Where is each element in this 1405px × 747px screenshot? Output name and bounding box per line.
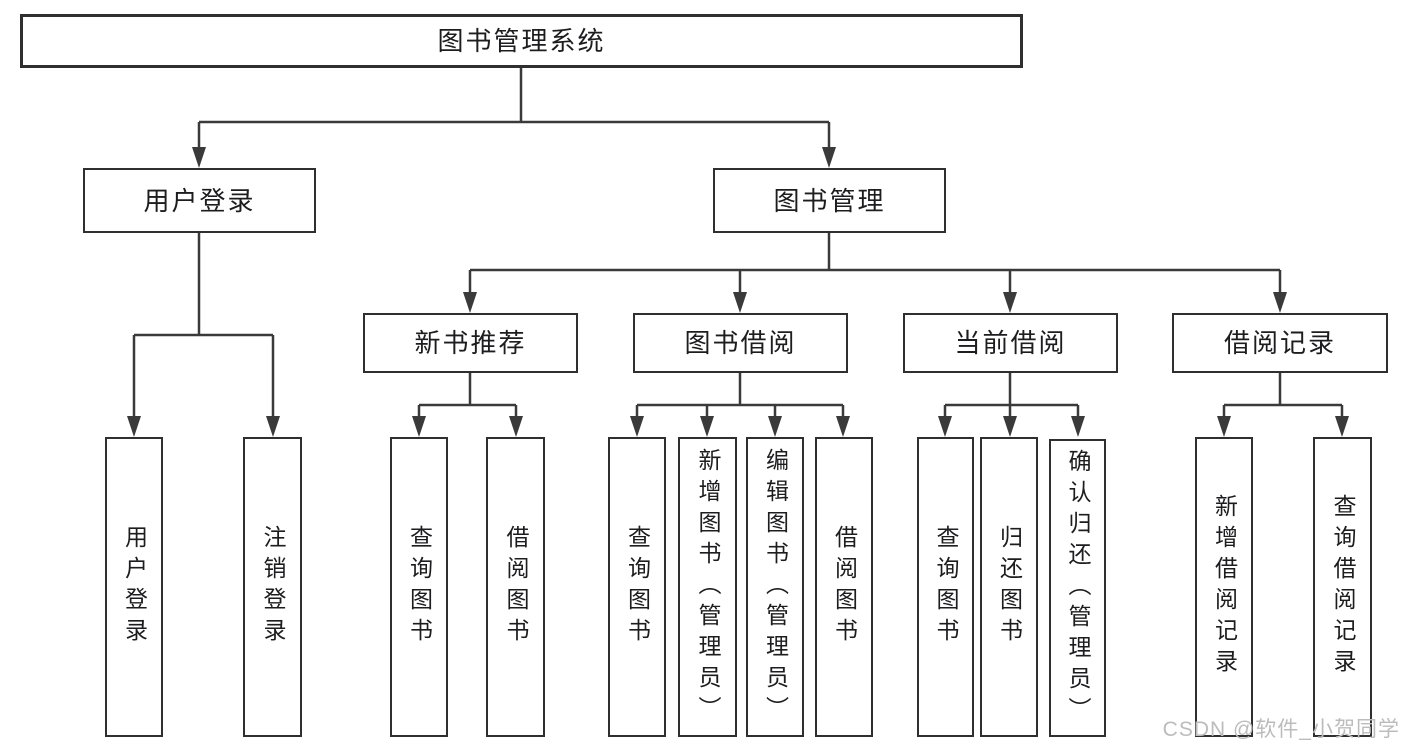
- tree-edges: [132, 68, 1344, 419]
- node-book-borrowing: 图书借阅: [633, 313, 848, 373]
- leaf-borrow-query-books: 查询图书: [608, 437, 666, 737]
- node-user-login: 用户登录: [83, 168, 316, 233]
- leaf-borrow-borrow-books: 借阅图书: [815, 437, 873, 737]
- node-current-borrowing: 当前借阅: [903, 313, 1118, 373]
- leaf-records-query-record: 查询借阅记录: [1313, 437, 1372, 737]
- leaf-newbook-borrow-books: 借阅图书: [486, 437, 545, 737]
- leaf-current-return-books: 归还图书: [980, 437, 1038, 737]
- node-library-management-system: 图书管理系统: [20, 14, 1023, 68]
- leaf-current-confirm-return-admin: 确认归还（管理员）: [1049, 439, 1106, 737]
- leaf-borrow-add-books-admin: 新增图书（管理员）: [678, 437, 737, 737]
- arrowhead-icons: [127, 147, 1349, 437]
- leaf-records-add-record: 新增借阅记录: [1195, 437, 1253, 737]
- leaf-current-query-books: 查询图书: [917, 437, 974, 737]
- leaf-user-login: 用户登录: [105, 437, 163, 737]
- leaf-borrow-edit-books-admin: 编辑图书（管理员）: [746, 437, 804, 737]
- node-new-book-recommend: 新书推荐: [363, 313, 578, 373]
- node-book-management: 图书管理: [713, 168, 946, 233]
- leaf-logout: 注销登录: [243, 437, 302, 737]
- csdn-watermark: CSDN @软件_小贺同学: [1162, 718, 1400, 741]
- leaf-newbook-query-books: 查询图书: [390, 437, 448, 737]
- node-borrowing-records: 借阅记录: [1172, 313, 1388, 373]
